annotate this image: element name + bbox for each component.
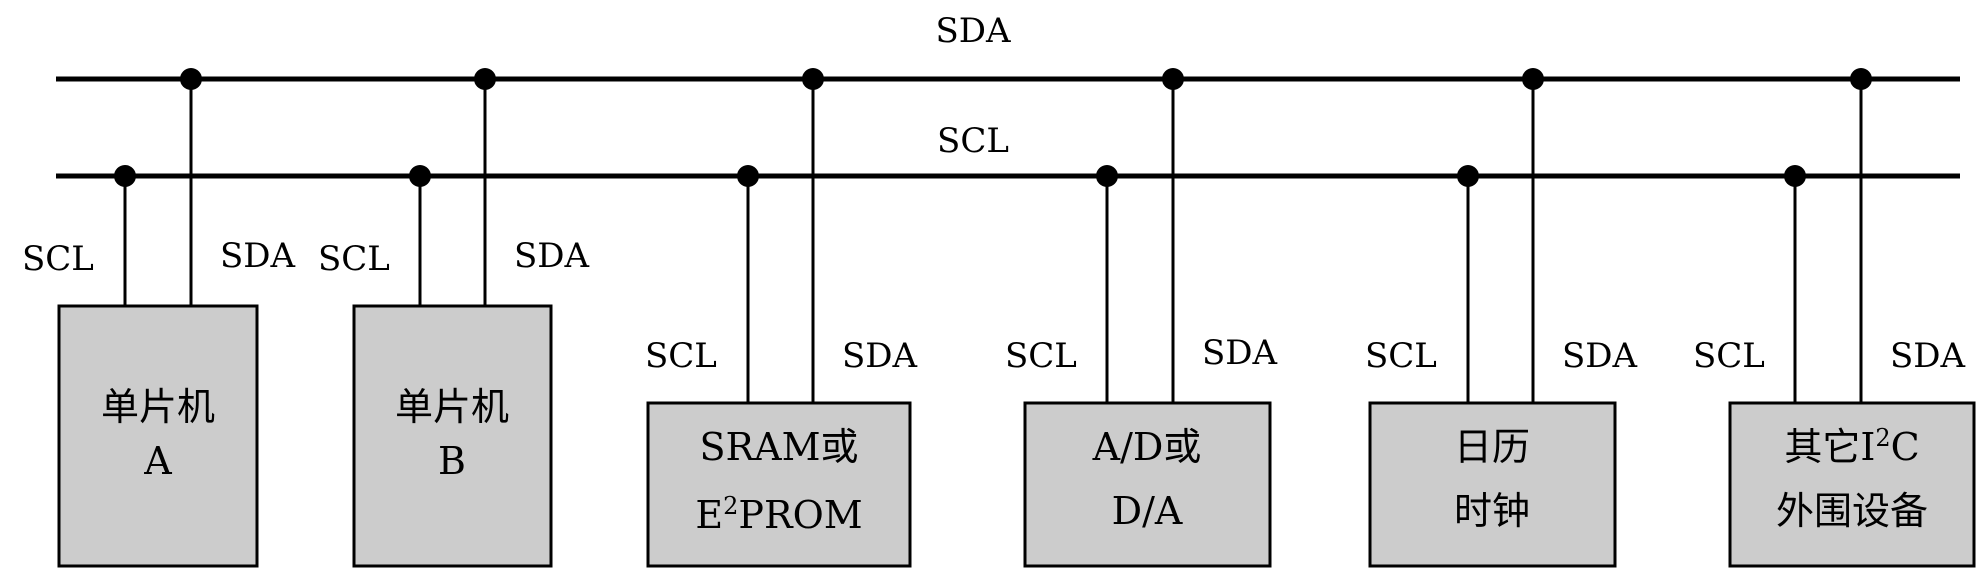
scl-junction-dot	[114, 165, 136, 187]
sda-pin-label: SDA	[220, 236, 296, 276]
scl-junction-dot	[409, 165, 431, 187]
device-type: E2PROM	[695, 492, 862, 537]
scl-junction-dot	[737, 165, 759, 187]
scl-pin-label: SCL	[318, 239, 390, 279]
scl-pin-label: SCL	[1005, 336, 1077, 376]
scl-pin-label: SCL	[1365, 336, 1437, 376]
scl-pin-label: SCL	[645, 336, 717, 376]
device-calendar-clock: SCL SDA 日历 时钟	[1365, 68, 1638, 568]
device-name: 单片机	[395, 385, 509, 429]
sda-bus-label: SDA	[935, 11, 1011, 51]
sda-junction-dot	[1522, 68, 1544, 90]
sda-junction-dot	[474, 68, 496, 90]
sda-junction-dot	[180, 68, 202, 90]
device-type: 时钟	[1454, 489, 1530, 533]
device-type: 外围设备	[1776, 489, 1928, 533]
scl-pin-label: SCL	[22, 239, 94, 279]
device-box	[646, 401, 912, 568]
scl-bus-label: SCL	[937, 121, 1009, 161]
device-adc-dac: SCL SDA A/D或 D/A	[1005, 68, 1278, 568]
device-name: 日历	[1454, 425, 1530, 469]
device-box	[352, 304, 553, 568]
sda-junction-dot	[802, 68, 824, 90]
sda-junction-dot	[1162, 68, 1184, 90]
scl-junction-dot	[1096, 165, 1118, 187]
device-name: SRAM或	[700, 425, 859, 469]
sda-pin-label: SDA	[842, 336, 918, 376]
device-name: 单片机	[101, 385, 215, 429]
device-other-i2c-peripheral: SCL SDA 其它I2C 外围设备	[1693, 68, 1976, 568]
sda-pin-label: SDA	[1202, 333, 1278, 373]
sda-pin-label: SDA	[1562, 336, 1638, 376]
sda-junction-dot	[1850, 68, 1872, 90]
scl-pin-label: SCL	[1693, 336, 1765, 376]
device-id: A	[143, 439, 172, 483]
device-box	[1368, 401, 1617, 568]
device-name: 其它I2C	[1784, 424, 1919, 469]
device-mcu-a: SCL SDA 单片机 A	[22, 68, 296, 568]
scl-junction-dot	[1784, 165, 1806, 187]
device-sram-eeprom: SCL SDA SRAM或 E2PROM	[645, 68, 918, 568]
sda-pin-label: SDA	[514, 236, 590, 276]
scl-junction-dot	[1457, 165, 1479, 187]
device-box	[57, 304, 259, 568]
device-id: B	[438, 439, 466, 483]
sda-pin-label: SDA	[1890, 336, 1966, 376]
device-mcu-b: SCL SDA 单片机 B	[318, 68, 590, 568]
device-type: D/A	[1112, 489, 1183, 533]
device-box	[1023, 401, 1272, 568]
device-box	[1728, 401, 1976, 568]
device-name: A/D或	[1092, 425, 1202, 469]
